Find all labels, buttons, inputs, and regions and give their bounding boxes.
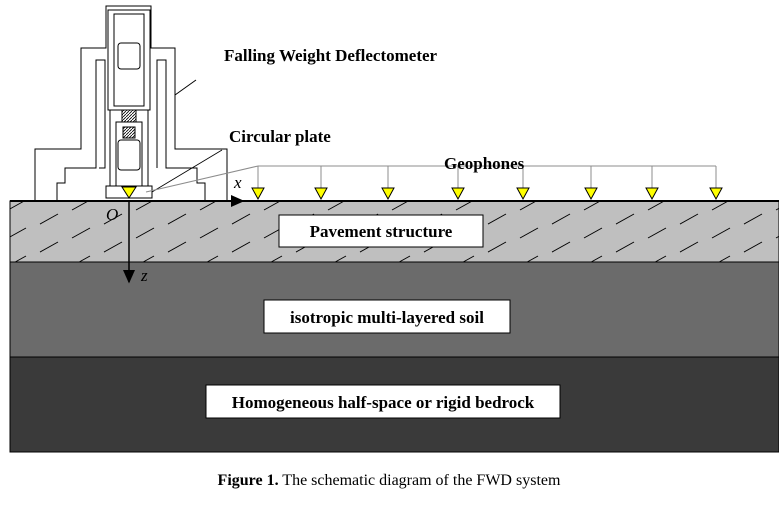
soil-label: isotropic multi-layered soil (290, 308, 484, 327)
bedrock-label-box: Homogeneous half-space or rigid bedrock (205, 384, 561, 419)
load-cell (122, 126, 136, 139)
figure-caption: Figure 1. The schematic diagram of the F… (218, 472, 561, 489)
geophones-label: Geophones (444, 154, 525, 173)
geophone-icon (251, 187, 265, 201)
fwd-device (34, 5, 228, 201)
plate-label: Circular plate (229, 127, 331, 146)
geophone-icon (516, 187, 530, 201)
geophones (251, 187, 723, 201)
plate-pointer (151, 149, 223, 193)
origin-label: O (106, 205, 118, 224)
bedrock-label: Homogeneous half-space or rigid bedrock (232, 393, 535, 412)
geophone-icon (645, 187, 659, 201)
plate-sensor-icon (121, 186, 137, 199)
x-axis-label: x (233, 173, 242, 192)
geophone-icon (709, 187, 723, 201)
z-axis-label: z (140, 266, 148, 285)
geophone-wiring (145, 165, 717, 193)
pavement-label-box: Pavement structure (278, 214, 484, 248)
pavement-label: Pavement structure (310, 222, 453, 241)
geophone-icon (584, 187, 598, 201)
buffer-block (121, 109, 137, 123)
caption-text: The schematic diagram of the FWD system (279, 472, 561, 489)
geophone-icon (314, 187, 328, 201)
geophone-icon (381, 187, 395, 201)
geophone-icon (451, 187, 465, 201)
caption-prefix: Figure 1. (218, 472, 279, 489)
device-label: Falling Weight Deflectometer (224, 46, 438, 65)
soil-label-box: isotropic multi-layered soil (263, 299, 511, 334)
